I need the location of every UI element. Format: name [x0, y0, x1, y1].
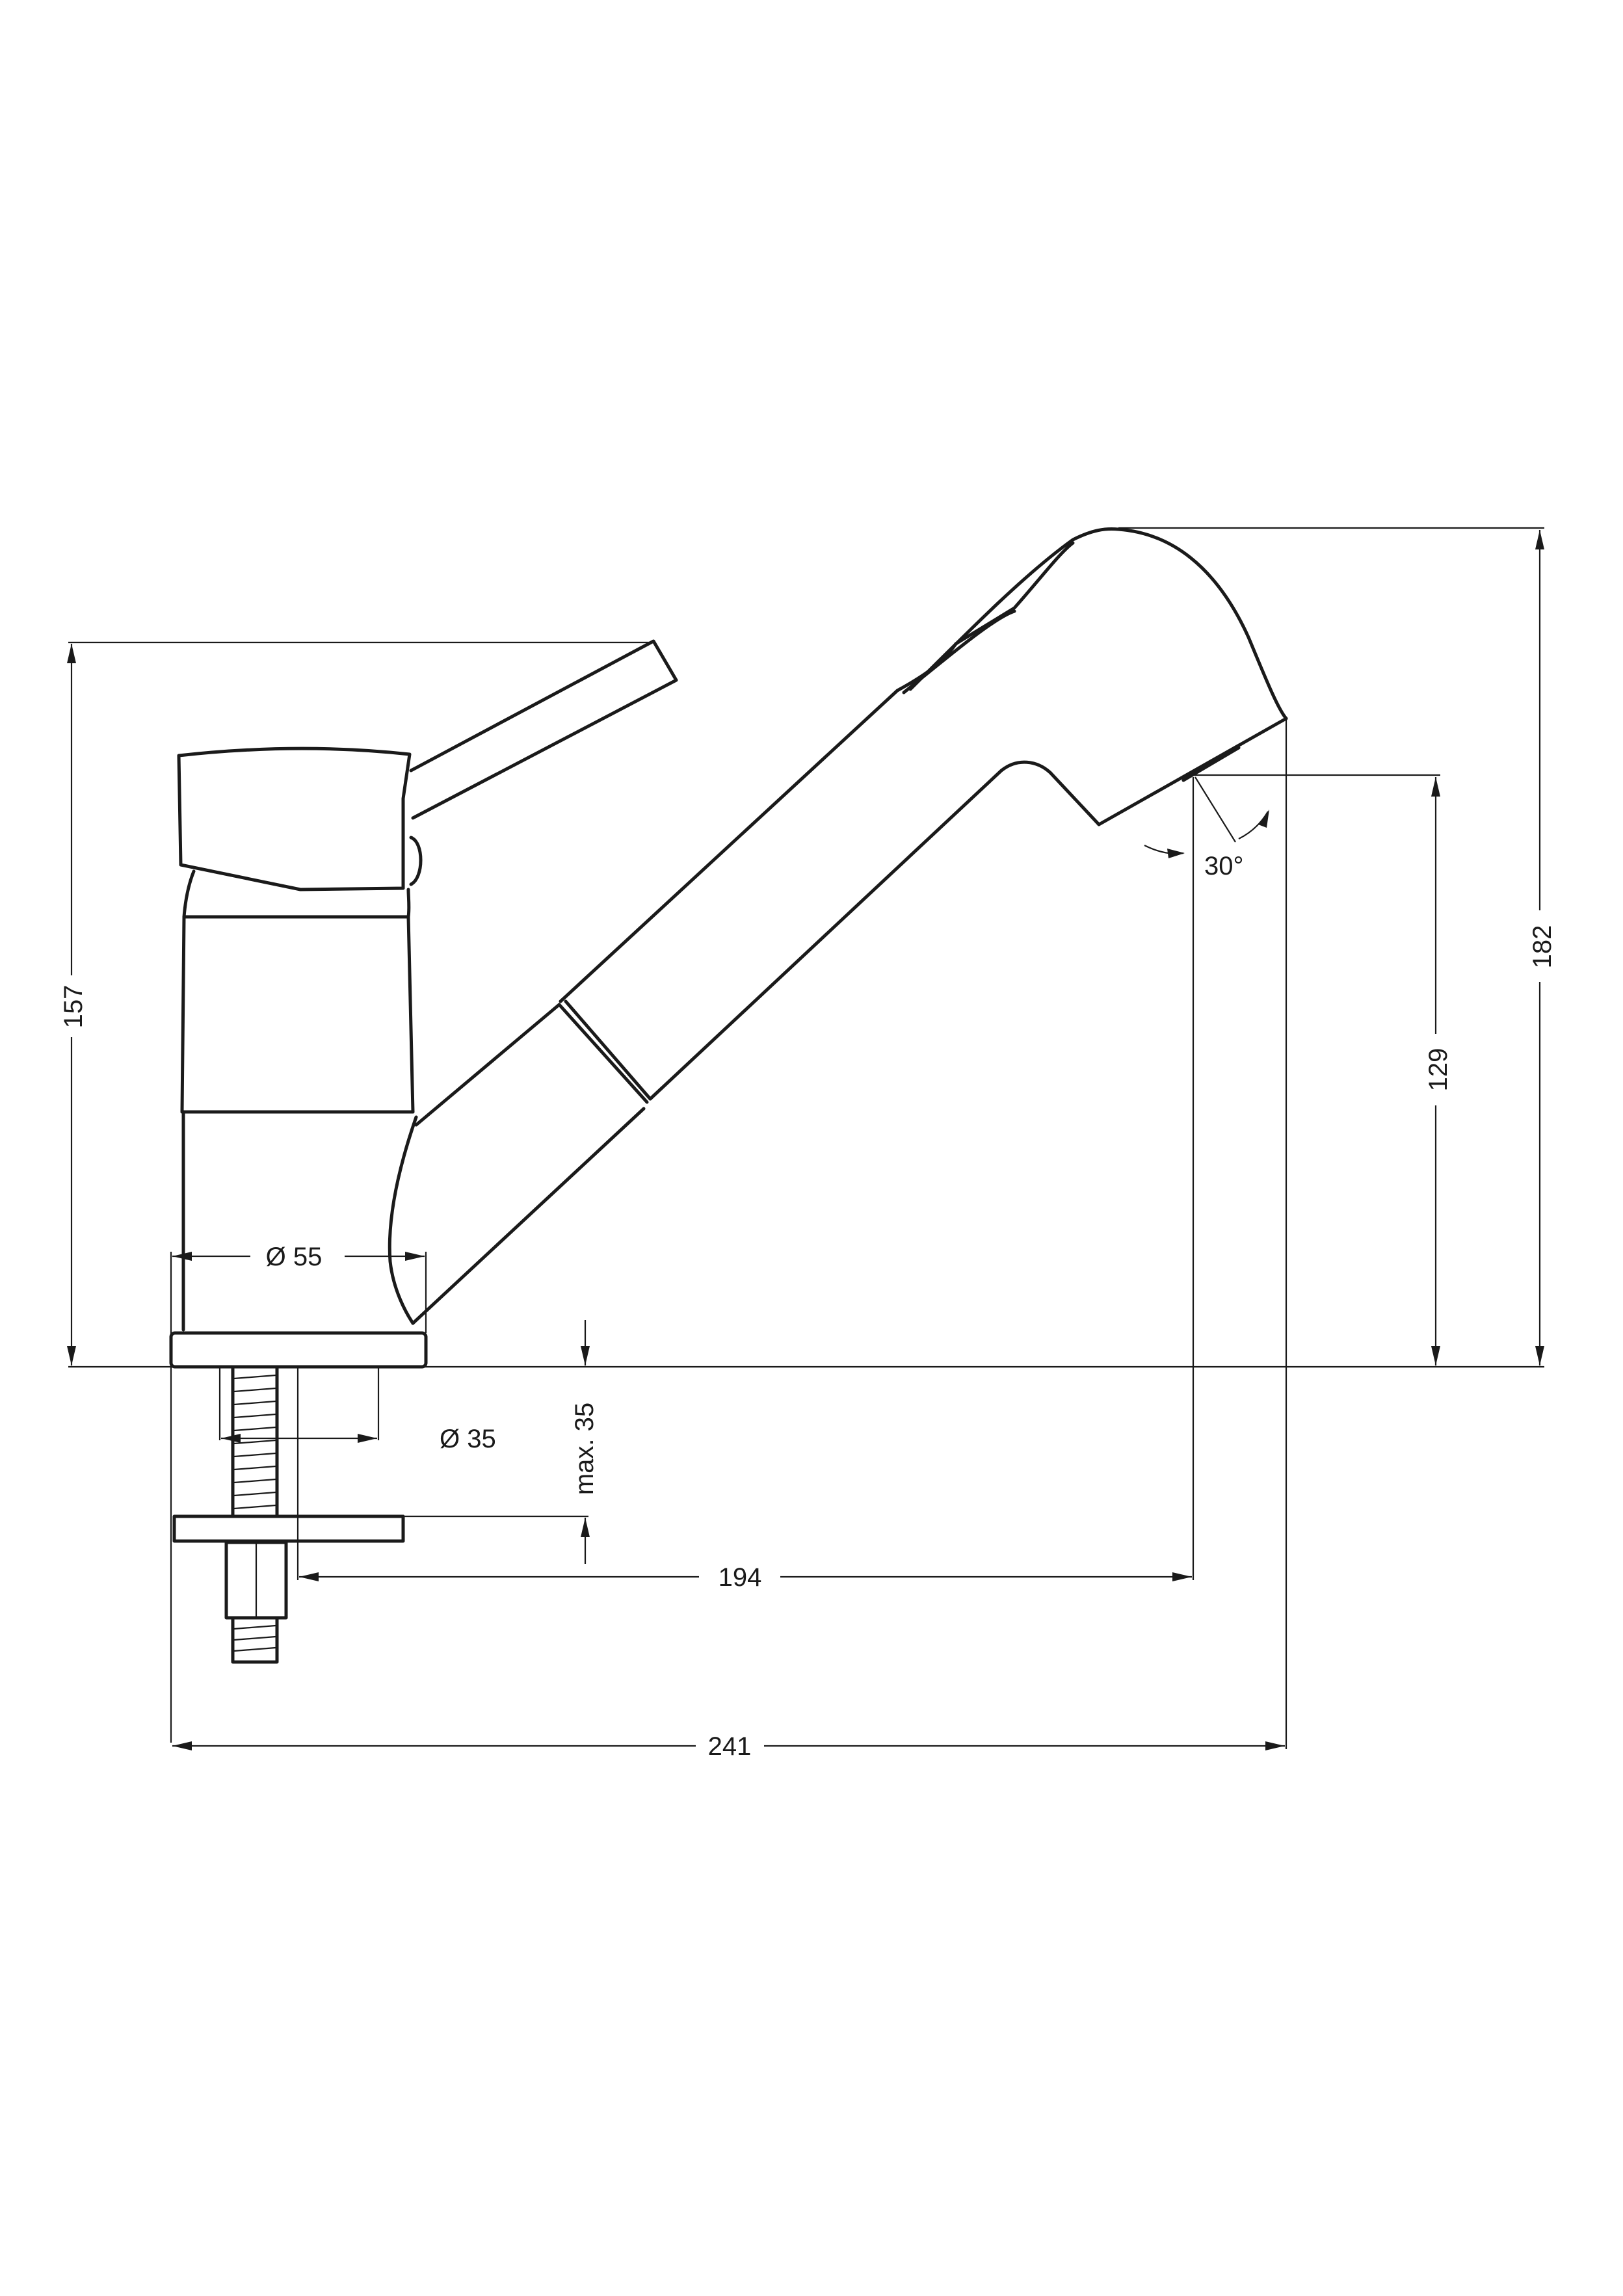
spray-head-bottom [648, 760, 1101, 1101]
height-182-arrow-bottom [1535, 1346, 1544, 1366]
max-35-arrow-bottom [581, 1518, 590, 1537]
mounting-washer [172, 1514, 405, 1543]
spray-head-top [559, 541, 1075, 1003]
height-182-arrow-top [1535, 530, 1544, 549]
label-182: 182 [1528, 925, 1557, 969]
angle-ray [1194, 776, 1236, 843]
max-35-arrow-top [581, 1346, 590, 1366]
lower-threads [233, 1624, 276, 1652]
spout-neck [411, 1003, 646, 1325]
length-241-arrow-right [1265, 1741, 1285, 1750]
handle-knob [409, 836, 423, 886]
spout-ring [557, 999, 652, 1104]
height-157-arrow-bottom [67, 1346, 76, 1366]
dimension-labels: 157 182 129 30° Ø 55 Ø 35 max. 35 194 24… [59, 852, 1557, 1761]
length-241-arrow-left [172, 1741, 192, 1750]
reach-194-arrow-left [299, 1572, 319, 1581]
angle-arrow-right [1258, 810, 1269, 828]
label-241: 241 [708, 1732, 752, 1761]
nozzle-tip [1181, 746, 1241, 782]
reach-194-arrow-right [1172, 1572, 1192, 1581]
label-157: 157 [59, 985, 88, 1029]
spray-head-crest [908, 527, 1288, 720]
upper-body [182, 869, 411, 919]
label-max-35: max. 35 [570, 1403, 599, 1495]
body-right-edge [406, 915, 415, 1114]
diameter-35-arrow-left [221, 1434, 241, 1443]
dimension-lines [67, 527, 1544, 1750]
base-plate [169, 1331, 428, 1369]
lever-handle [409, 639, 678, 820]
lower-thread [231, 1616, 279, 1664]
diameter-35-arrow-right [358, 1434, 377, 1443]
angle-arrow-left [1167, 849, 1185, 858]
faucet-outline [169, 527, 1288, 1664]
label-194: 194 [719, 1563, 762, 1592]
body-left-edge [180, 915, 186, 1114]
spray-head-mid [902, 609, 1016, 694]
lower-body-right [388, 1115, 418, 1325]
nozzle-face [1097, 717, 1288, 826]
height-129-arrow-bottom [1431, 1346, 1440, 1366]
height-157-arrow-top [67, 644, 76, 663]
diameter-55-arrow-left [172, 1252, 192, 1261]
diameter-55-arrow-right [405, 1252, 425, 1261]
label-diameter-55: Ø 55 [266, 1243, 323, 1271]
height-129-arrow-top [1431, 777, 1440, 797]
handle-housing [177, 746, 412, 891]
shank-threads [233, 1374, 276, 1510]
label-129: 129 [1424, 1048, 1453, 1092]
label-angle-30: 30° [1204, 852, 1244, 880]
label-diameter-35: Ø 35 [440, 1425, 496, 1453]
